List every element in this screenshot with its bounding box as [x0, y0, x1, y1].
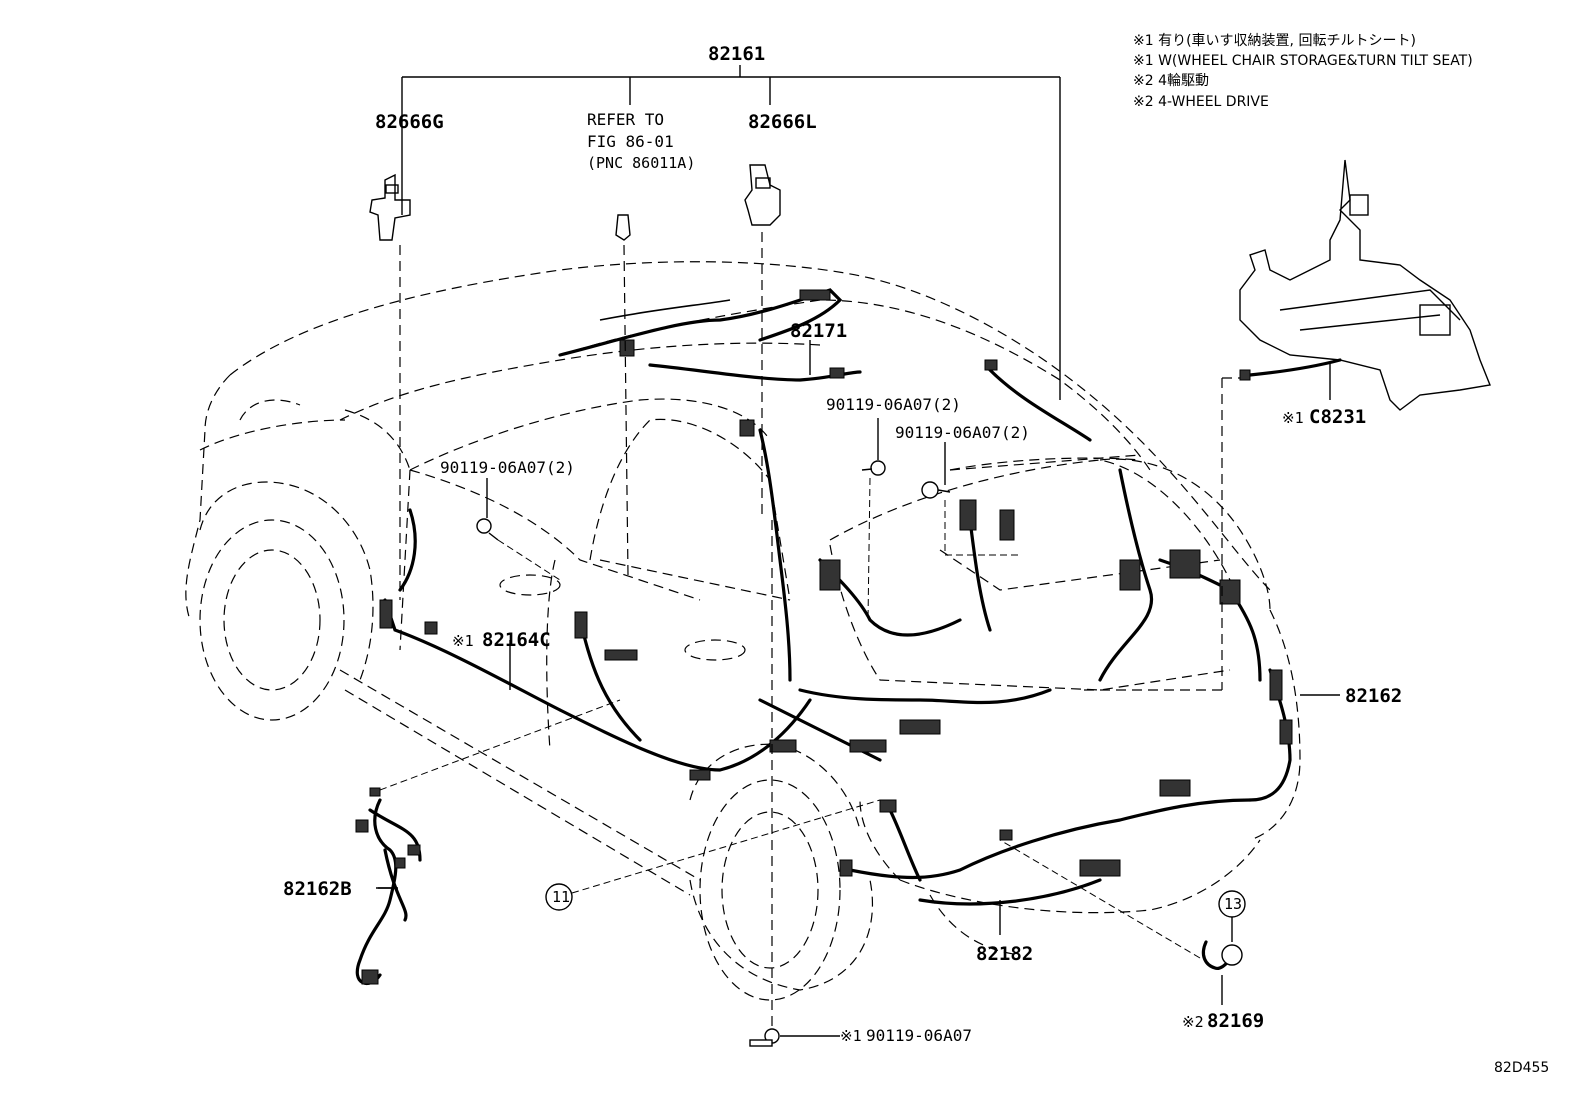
footnotes: ※1 有り(車いす収納装置, 回転チルトシート) ※1 W(WHEEL CHAI… — [1133, 32, 1473, 110]
label-82171: 82171 — [790, 320, 847, 342]
module-C8231 — [1080, 159, 1491, 691]
label-bolt-bottom: 90119-06A07 — [866, 1026, 972, 1045]
label-circle-13: 13 — [1224, 895, 1242, 913]
label-refer-line3: (PNC 86011A) — [587, 154, 695, 172]
harness-wires — [383, 288, 1292, 906]
label-82162B: 82162B — [283, 878, 352, 900]
car-body-outline — [185, 261, 1301, 1001]
sill-harness-82164C — [383, 598, 562, 712]
harness-82162B — [355, 699, 621, 985]
label-bolt-c: 90119-06A07(2) — [440, 458, 575, 477]
label-82164C-mark: ※1 — [452, 632, 474, 650]
note-2-en: ※2 4-WHEEL DRIVE — [1133, 94, 1269, 110]
leader-lines — [378, 340, 1340, 935]
text-labels: 82161 82666G REFER TO FIG 86-01 (PNC 860… — [283, 43, 1549, 1076]
label-bolt-a: 90119-06A07(2) — [826, 395, 961, 414]
roof-harness-82171 — [558, 288, 843, 357]
bracket-82666G — [369, 173, 411, 600]
clamp-ref-86011A — [615, 214, 631, 576]
label-82169-mark: ※2 — [1182, 1013, 1204, 1031]
callout-11 — [545, 799, 881, 911]
harness-connectors — [379, 289, 1293, 877]
label-82164C: 82164C — [482, 629, 551, 651]
note-1-en: ※1 W(WHEEL CHAIR STORAGE&TURN TILT SEAT) — [1133, 53, 1473, 69]
label-82666G: 82666G — [375, 111, 444, 133]
part-82169 — [999, 839, 1243, 1005]
bolt-left — [476, 478, 561, 581]
bolt-bottom — [749, 520, 840, 1047]
label-82666L: 82666L — [748, 111, 817, 133]
label-82161: 82161 — [708, 43, 765, 65]
label-C8231-mark: ※1 — [1282, 409, 1304, 427]
label-refer-line2: FIG 86-01 — [587, 132, 674, 151]
bolt-center — [861, 418, 886, 621]
note-1-jp: ※1 有り(車いす収納装置, 回転チルトシート) — [1133, 32, 1416, 49]
group-bracket-82161 — [401, 65, 1061, 400]
callout-13 — [1218, 890, 1246, 918]
label-circle-11: 11 — [552, 888, 570, 906]
rear-lower-harness-82182 — [848, 798, 1252, 880]
bracket-82666L — [744, 164, 781, 520]
label-bolt-b: 90119-06A07(2) — [895, 423, 1030, 442]
label-figure-code: 82D455 — [1494, 1060, 1549, 1076]
label-refer-line1: REFER TO — [587, 110, 664, 129]
label-C8231: C8231 — [1309, 406, 1366, 428]
label-82162: 82162 — [1345, 685, 1402, 707]
label-bolt-bottom-mark: ※1 — [840, 1027, 862, 1045]
note-2-jp: ※2 4輪駆動 — [1133, 72, 1209, 89]
label-82182: 82182 — [976, 943, 1033, 965]
label-82169: 82169 — [1207, 1010, 1264, 1032]
bolt-right — [921, 442, 1020, 556]
